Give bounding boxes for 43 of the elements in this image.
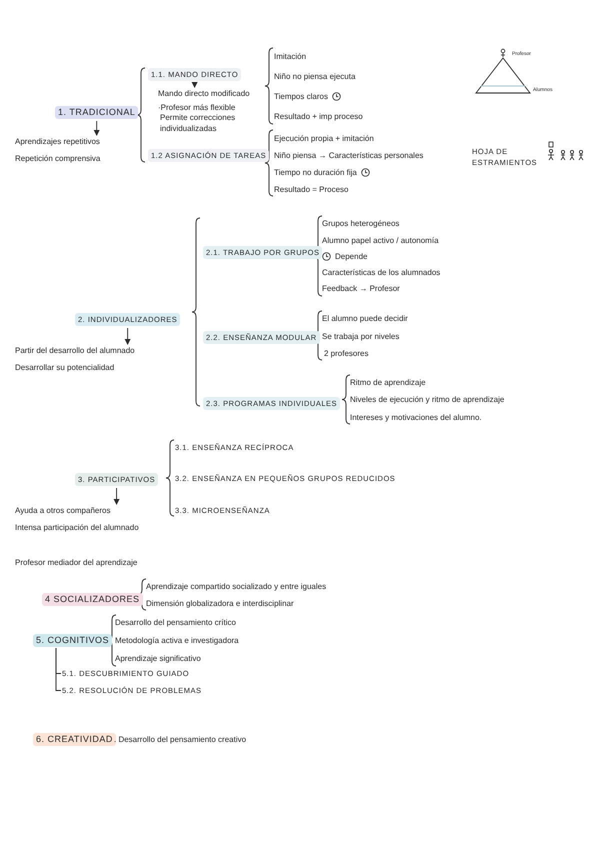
label-text: Niño no piensa ejecuta (274, 71, 356, 82)
label-text: Características de los alumnados (322, 267, 440, 278)
highlighted-heading: 4 SOCIALIZADORES (42, 593, 143, 606)
label-text: Tiempo no duración fija (274, 167, 357, 178)
label-text: 2 profesores (324, 348, 368, 359)
label-text: Repetición comprensiva (15, 153, 100, 164)
label-text: Intereses y motivaciones del alumno. (350, 412, 482, 423)
label-text: Resultado + imp proceso (274, 111, 363, 122)
highlighted-heading: 5. COGNITIVOS (33, 634, 112, 647)
highlighted-heading: 1. TRADICIONAL (55, 106, 138, 119)
label-text: Tiempos claros (274, 91, 328, 102)
label-text: Metodología activa e investigadora (115, 635, 239, 646)
arrow (94, 120, 100, 136)
arrow (124, 328, 131, 345)
label-text: Desarrollar su potencialidad (15, 362, 114, 373)
label-text: Dimensión globalizadora e interdisciplinar (146, 598, 294, 609)
label-text: Profesor mediador del aprendizaje (15, 557, 138, 568)
node-text: Ayuda a otros compañeros (15, 505, 110, 516)
label-text: Grupos heterogéneos (322, 218, 400, 229)
label-text: Ritmo de aprendizaje (350, 377, 426, 388)
label-text: Ejecución propia + imitación (274, 133, 374, 144)
label-text: ·Profesor más flexible (158, 102, 236, 113)
label-text: Resultado = Proceso (274, 184, 348, 195)
label-text: Desarrollo del pensamiento crítico (115, 617, 236, 628)
connector-line (56, 648, 62, 691)
label-text: Se trabaja por niveles (322, 331, 400, 342)
label-text: Imitación (274, 51, 306, 62)
label-text: Depende (335, 251, 368, 262)
label-text: Niveles de ejecución y ritmo de aprendizaje (350, 394, 504, 405)
label-text: Aprendizaje compartido socializado y entre iguales (146, 581, 326, 592)
node-text: Partir del desarrollo del alumnado (15, 345, 135, 356)
note-text: . Desarrollo del pensamiento creativo (114, 734, 246, 745)
arrow (192, 82, 198, 88)
label-text: Permite correcciones individualizadas (160, 112, 236, 134)
node-text: Aprendizajes repetitivos (15, 136, 100, 147)
arrow (114, 488, 120, 505)
label-text: El alumno puede decidir (322, 313, 408, 324)
label-text: Intensa participación del alumnado (15, 522, 139, 533)
label-text: Niño piensa → Características personales (274, 150, 424, 161)
label-text: Feedback → Profesor (322, 283, 400, 294)
label-text: Alumno papel activo / autonomía (322, 235, 439, 246)
label-text: Aprendizaje significativo (115, 653, 201, 664)
node-text: Mando directo modificado (158, 88, 250, 99)
